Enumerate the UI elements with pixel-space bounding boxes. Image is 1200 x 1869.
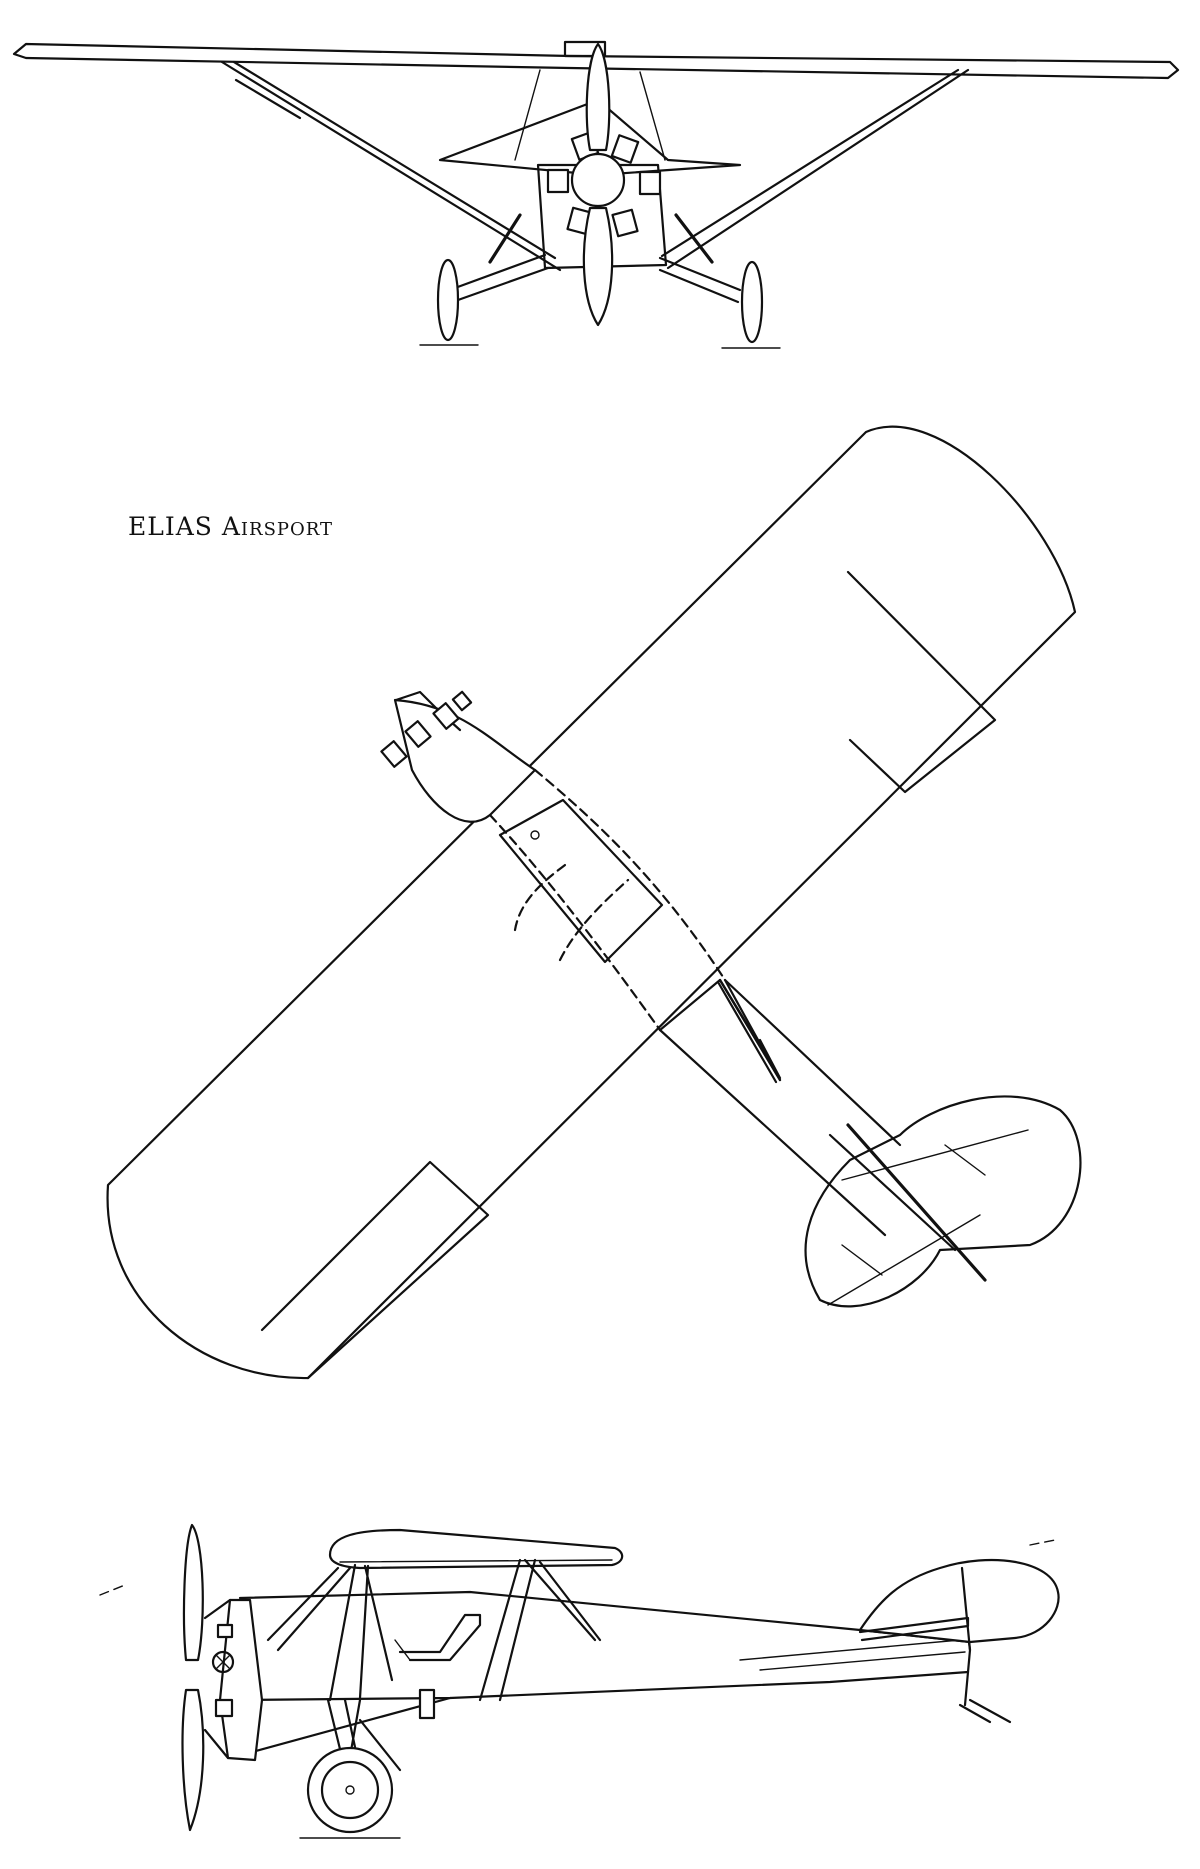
plan-fuselage-rear: [658, 978, 902, 1237]
tailplane: [804, 1095, 1082, 1308]
plan-view: [106, 425, 1082, 1380]
rudder-line: [846, 1123, 987, 1282]
front-wheels: [436, 258, 764, 344]
front-hub: [570, 152, 626, 208]
plan-v-struts: [716, 978, 782, 1084]
side-engine-details: [211, 1623, 235, 1718]
side-fin: [858, 1558, 1060, 1644]
front-gear-legs: [453, 253, 742, 304]
engine-cylinders: [546, 131, 662, 238]
aileron-right: [846, 570, 997, 794]
main-wing: [106, 425, 1077, 1380]
front-right-struts: [660, 68, 970, 270]
front-wing: [12, 42, 1180, 80]
front-cowl: [438, 98, 742, 177]
aircraft-title: ELIAS Airsport: [128, 512, 334, 541]
front-view: [12, 40, 1180, 349]
plan-cylinders: [380, 690, 473, 768]
front-left-struts: [220, 60, 562, 272]
front-propeller: [585, 42, 611, 152]
aileron-left: [260, 1160, 490, 1380]
side-cockpit: [398, 1613, 482, 1662]
side-view: [181, 1523, 1060, 1839]
plan-fuselage-hidden: [488, 768, 727, 1032]
side-wheel: [306, 1746, 394, 1834]
cockpit-opening: [498, 798, 664, 964]
side-propeller: [182, 1523, 204, 1662]
side-wing: [328, 1528, 624, 1570]
side-struts: [266, 1558, 602, 1702]
side-gear: [326, 1698, 402, 1792]
